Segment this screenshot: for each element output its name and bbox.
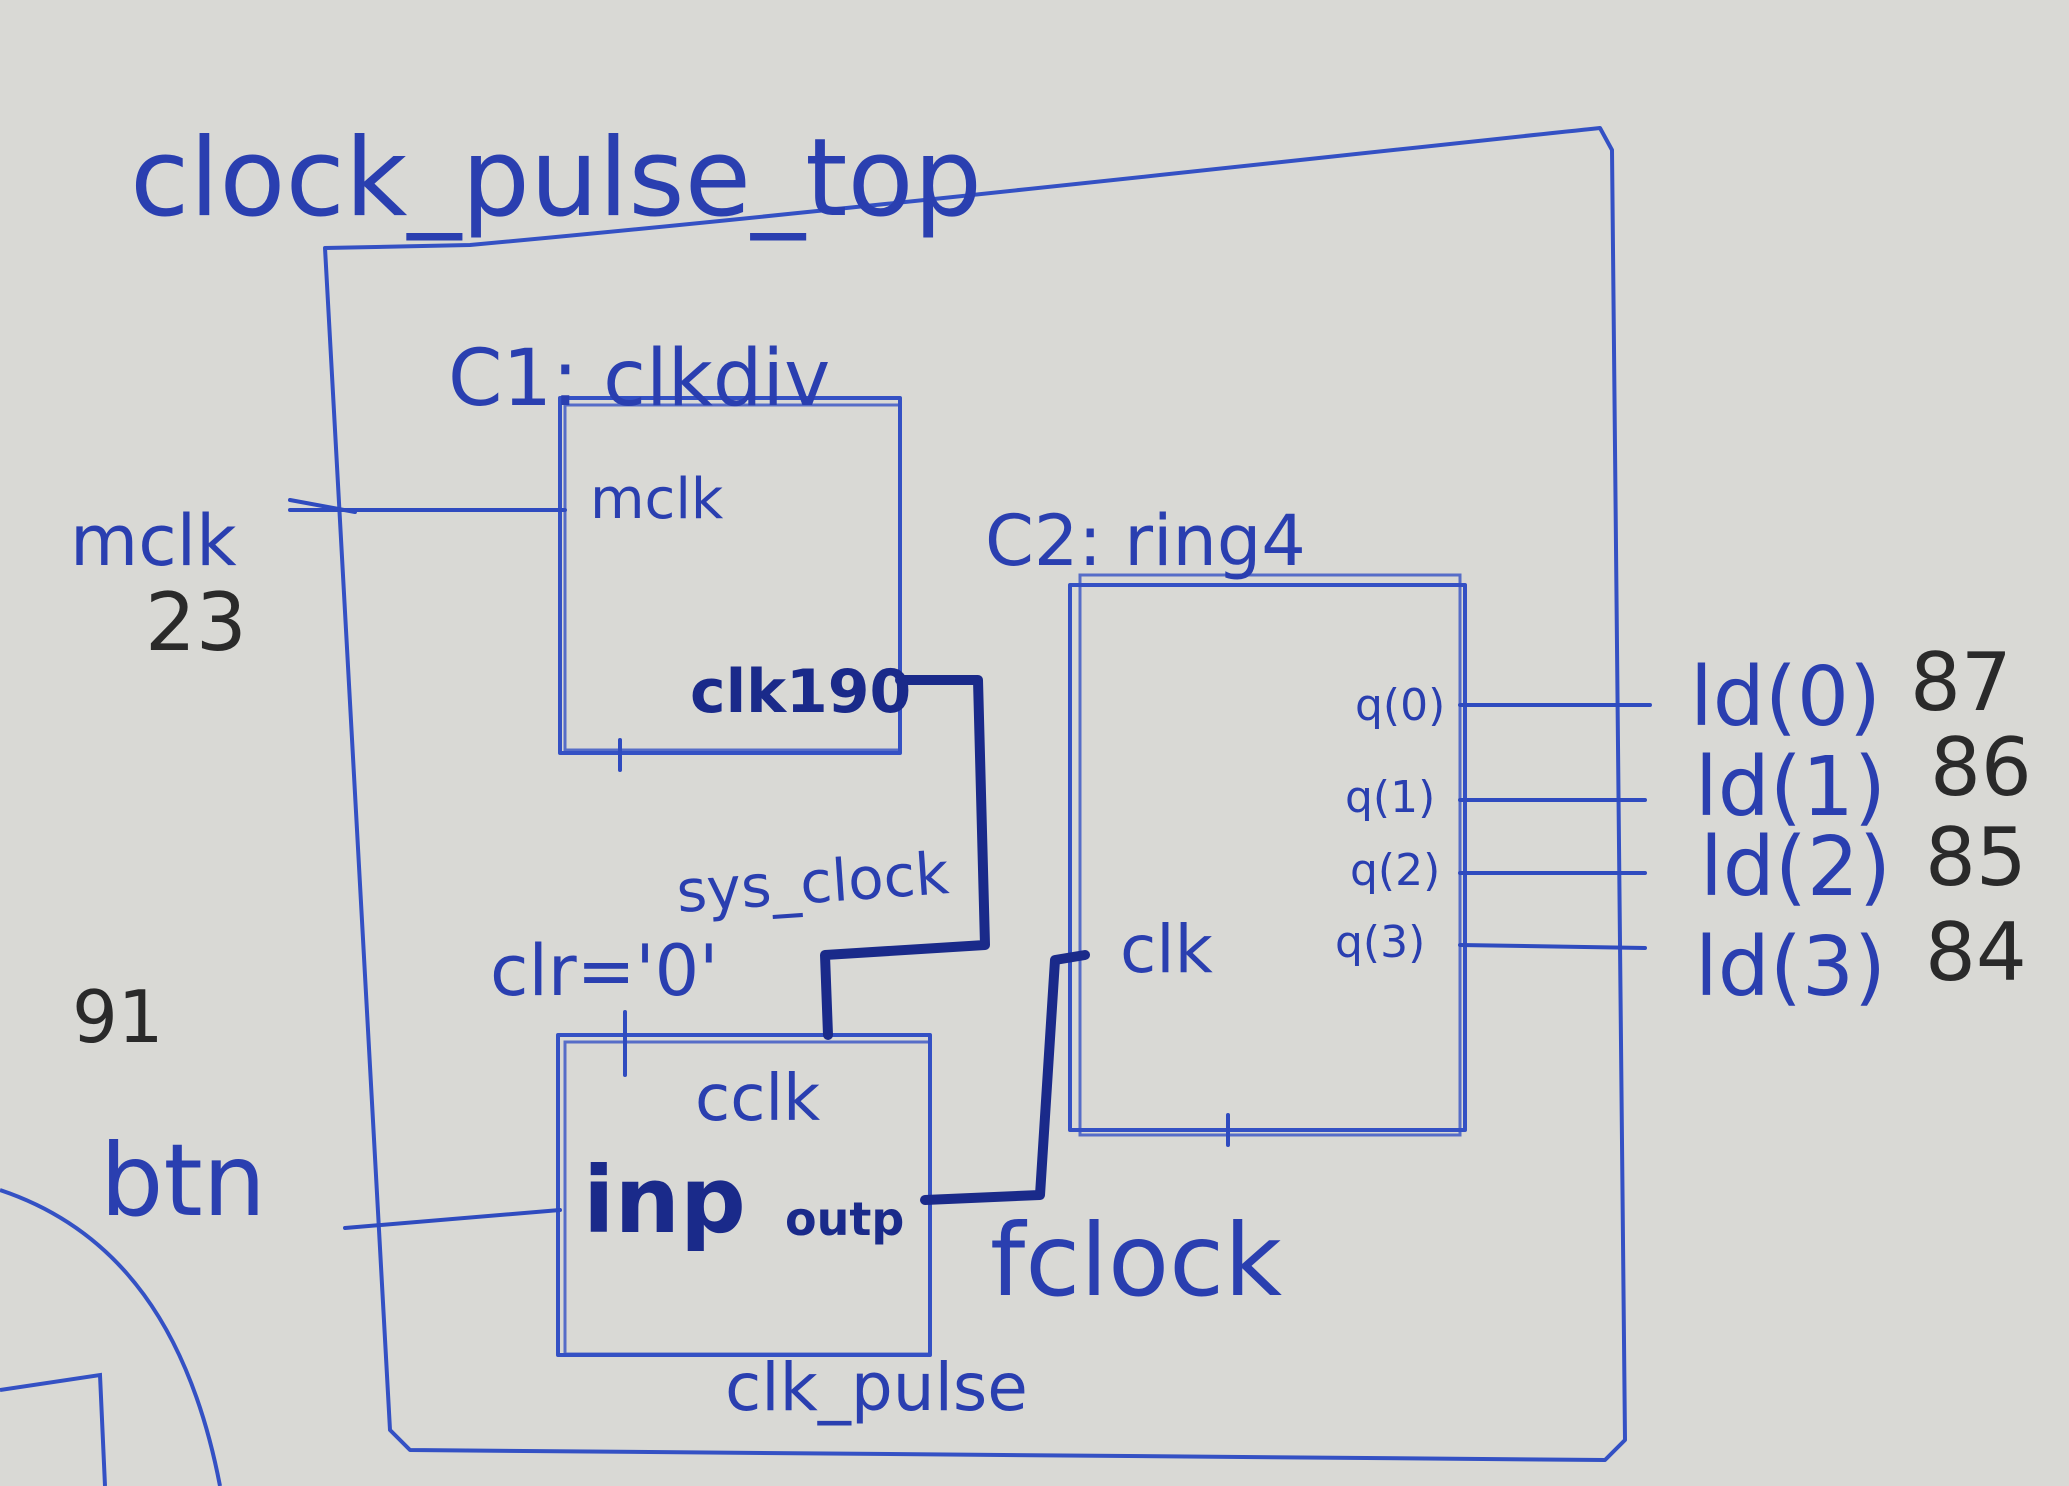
output-ld1-pin: 86 [1930,721,2032,814]
board-edge-curve [0,1188,222,1486]
output-ld1-name: ld(1) [1695,740,1886,835]
ring4-q0: q(0) [1355,680,1445,731]
output-ld2-pin: 85 [1925,811,2027,904]
clk-pulse-port-outp: outp [785,1192,904,1246]
btn-pin-number: 91 [72,975,164,1059]
ring4-box-outline [1078,573,1462,1137]
output-ld2-name: ld(2) [1700,820,1891,915]
wire-fclock [920,950,1090,1205]
mclk-input-name: mclk [70,500,237,582]
ring4-q1: q(1) [1345,772,1435,823]
output-ld0-name: ld(0) [1690,650,1881,745]
ring4-port-clk: clk [1120,911,1214,988]
output-ld3-name: ld(3) [1695,920,1886,1015]
clk-pulse-port-inp: inp [583,1147,746,1254]
wire-sys-clock [820,675,990,1040]
ring4-box [1068,583,1467,1132]
btn-input-name: btn [100,1122,266,1239]
clk-pulse-instance-label: clk_pulse [725,1349,1028,1426]
wire-q3 [1458,943,1647,950]
top-level-box [323,126,1627,1462]
clkdiv-box-outline [563,403,902,752]
output-ld0-pin: 87 [1910,636,2012,729]
clkdiv-port-mclk: mclk [590,467,724,532]
output-ld3-pin: 84 [1925,906,2027,999]
clr-label: clr='0' [490,930,718,1012]
mclk-pin-tick [288,498,357,514]
clkdiv-port-clk190: clk190 [690,657,911,727]
board-edge-box [0,1372,107,1486]
clkdiv-instance-label: C1: clkdiv [448,334,830,424]
ring4-instance-label: C2: ring4 [985,500,1306,582]
ring4-q3: q(3) [1335,917,1425,968]
wire-btn [343,1208,562,1230]
clk-pulse-port-cclk: cclk [695,1062,820,1136]
signal-fclock: fclock [990,1202,1282,1319]
ring4-q2: q(2) [1350,845,1440,896]
mclk-pin-number: 23 [145,576,247,669]
top-title: clock_pulse_top [130,116,982,241]
